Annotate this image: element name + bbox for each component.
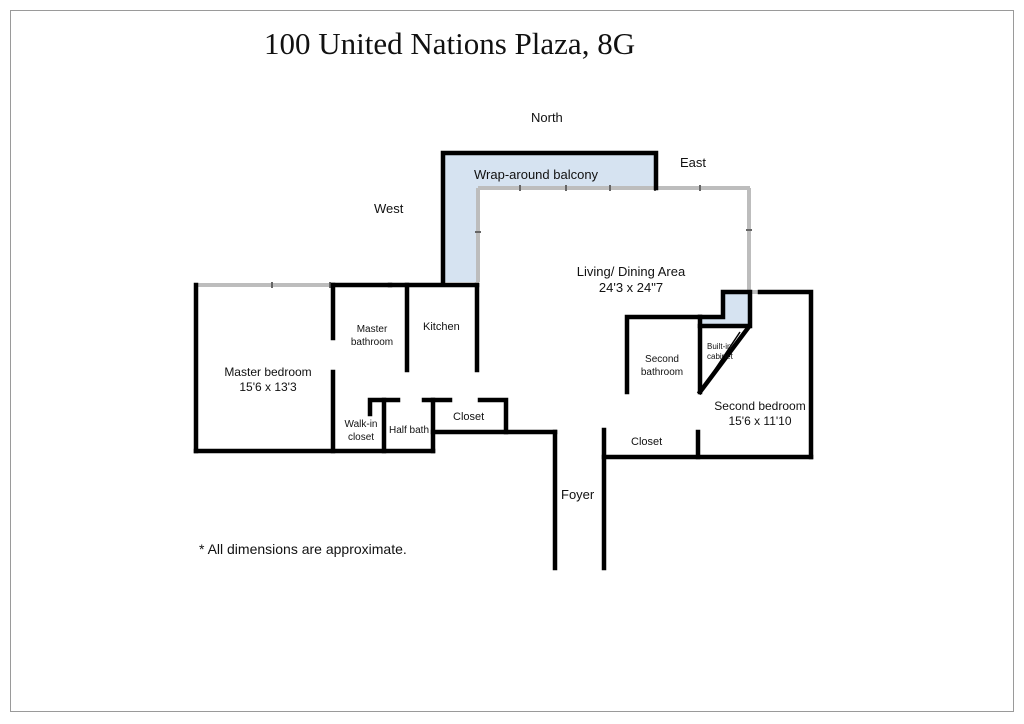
foyer-label: Foyer (561, 487, 595, 502)
walk-in-closet-line1: Walk-in (344, 419, 378, 430)
second-bedroom-label: Second bedroom 15'6 x 11'10 (714, 399, 805, 429)
second-bathroom-label: Second bathroom (641, 354, 683, 379)
half-bath-label: Half bath (389, 425, 430, 436)
balcony-label: Wrap-around balcony (474, 167, 599, 182)
living-area-name: Living/ Dining Area (576, 264, 686, 279)
second-bedroom-dims: 15'6 x 11'10 (728, 414, 792, 428)
second-bedroom-name: Second bedroom (714, 399, 806, 413)
built-in-cabinet-edge (699, 331, 741, 393)
master-bathroom-label: Master bathroom (351, 324, 393, 349)
closet-label: Closet (453, 411, 485, 423)
floor-plan-frame (10, 10, 1014, 712)
second-bathroom-line1: Second (645, 354, 679, 365)
built-in-cabinet-label: Built-in cabinet (707, 342, 733, 362)
page-title: 100 United Nations Plaza, 8G (264, 26, 636, 61)
walls (193, 150, 814, 571)
balcony-area (443, 153, 656, 282)
kitchen-label: Kitchen (423, 321, 460, 333)
master-bedroom-label: Master bedroom 15'6 x 13'3 (224, 365, 311, 395)
compass-west-label: West (374, 201, 404, 216)
walk-in-closet-label: Walk-in closet (345, 419, 378, 444)
living-area-label: Living/ Dining Area 24'3 x 24"7 (577, 264, 685, 297)
built-in-cabinet-line2: cabinet (707, 352, 733, 361)
master-bedroom-name: Master bedroom (224, 365, 312, 379)
master-bathroom-line1: Master (356, 324, 388, 335)
second-bathroom-line2: bathroom (640, 366, 684, 378)
living-area-dims: 24'3 x 24"7 (598, 280, 664, 296)
closet-second-label: Closet (631, 436, 663, 448)
master-bedroom-dims: 15'6 x 13'3 (239, 380, 297, 394)
built-in-cabinet-line1: Built-in (707, 342, 732, 351)
master-bathroom-line2: bathroom (350, 336, 394, 348)
compass-north-label: North (531, 110, 563, 125)
dimensions-note: * All dimensions are approximate. (199, 541, 407, 557)
compass-east-label: East (680, 155, 707, 170)
walk-in-closet-line2: closet (347, 431, 375, 443)
